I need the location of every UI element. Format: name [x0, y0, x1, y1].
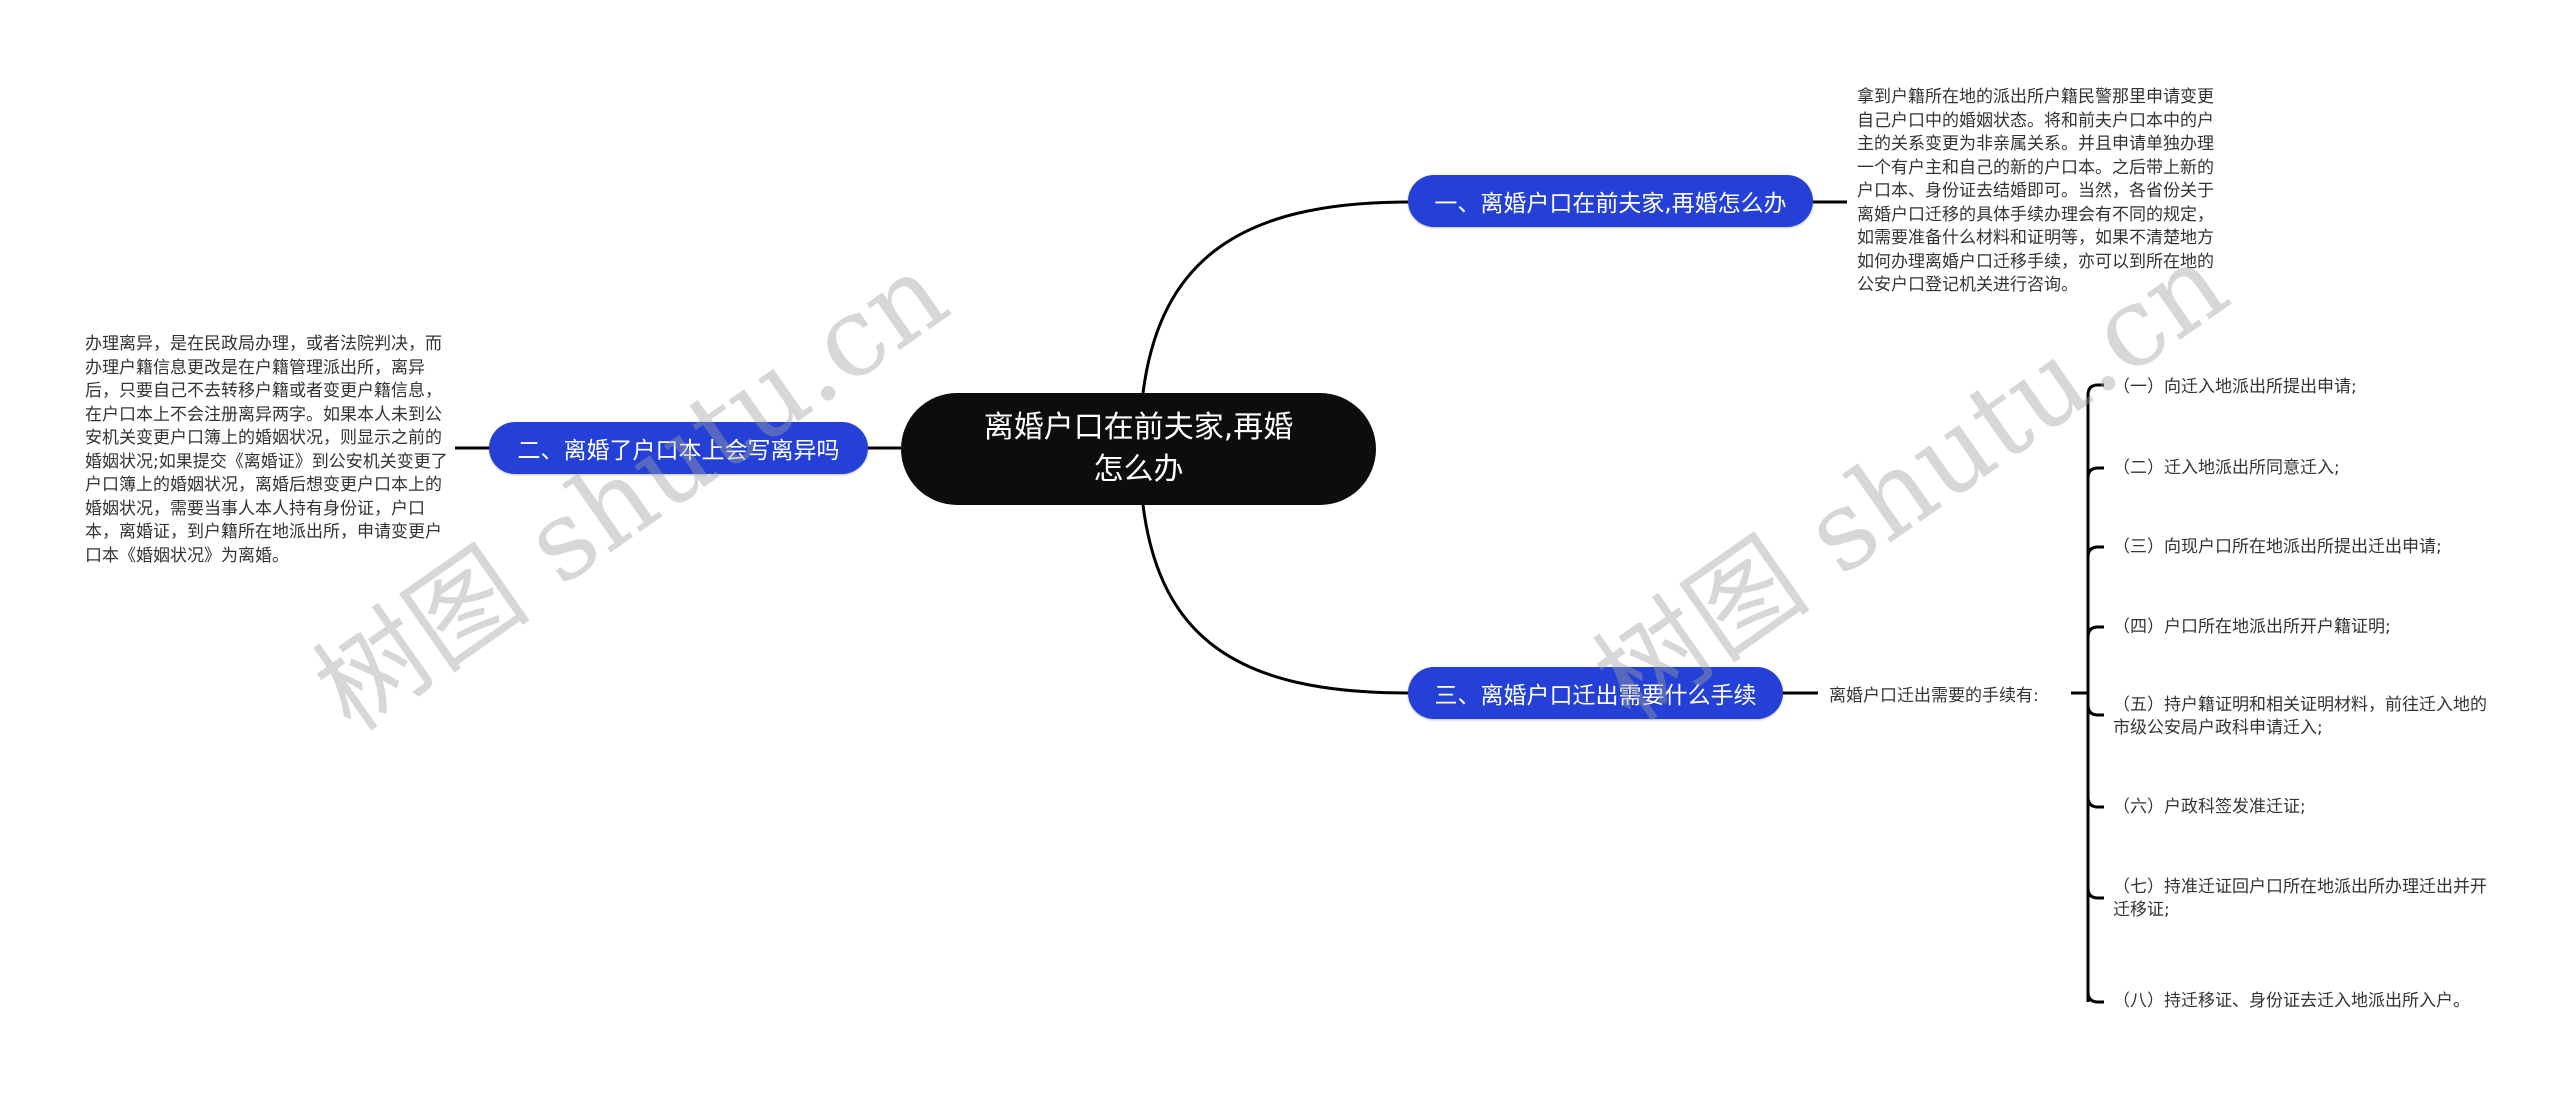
branch-node-3[interactable]: 三、离婚户口迁出需要什么手续: [1408, 667, 1783, 719]
step-item-1: （一）向迁入地派出所提出申请;: [2113, 377, 2357, 397]
branch-1-detail-text: 拿到户籍所在地的派出所户籍民警那里申请变更自己户口中的婚姻状态。将和前夫户口本中…: [1857, 87, 2214, 295]
step-item-3: （三）向现户口所在地派出所提出迁出申请;: [2113, 537, 2442, 557]
branch-node-1-label: 一、离婚户口在前夫家,再婚怎么办: [1434, 191, 1787, 217]
branch-node-1[interactable]: 一、离婚户口在前夫家,再婚怎么办: [1408, 175, 1813, 227]
root-node[interactable]: 离婚户口在前夫家,再婚怎么办: [901, 393, 1376, 505]
root-node-label: 离婚户口在前夫家,再婚怎么办: [983, 410, 1294, 487]
branch-2-detail-text: 办理离异，是在民政局办理，或者法院判决，而办理户籍信息更改是在户籍管理派出所，离…: [85, 334, 448, 566]
branch-node-2-label: 二、离婚了户口本上会写离异吗: [517, 438, 840, 464]
branch-node-2[interactable]: 二、离婚了户口本上会写离异吗: [489, 422, 868, 474]
branch-node-3-label: 三、离婚户口迁出需要什么手续: [1434, 683, 1757, 709]
step-item-5: （五）持户籍证明和相关证明材料，前往迁入地的市级公安局户政科申请迁入;: [2113, 695, 2487, 738]
branch-3-sub-label: 离婚户口迁出需要的手续有:: [1829, 686, 2039, 706]
step-item-6: （六）户政科签发准迁证;: [2113, 797, 2306, 817]
step-item-4: （四）户口所在地派出所开户籍证明;: [2113, 617, 2391, 637]
step-item-8: （八）持迁移证、身份证去迁入地派出所入户。: [2113, 991, 2470, 1011]
step-item-2: （二）迁入地派出所同意迁入;: [2113, 458, 2340, 478]
step-item-7: （七）持准迁证回户口所在地派出所办理迁出并开迁移证;: [2113, 877, 2487, 920]
